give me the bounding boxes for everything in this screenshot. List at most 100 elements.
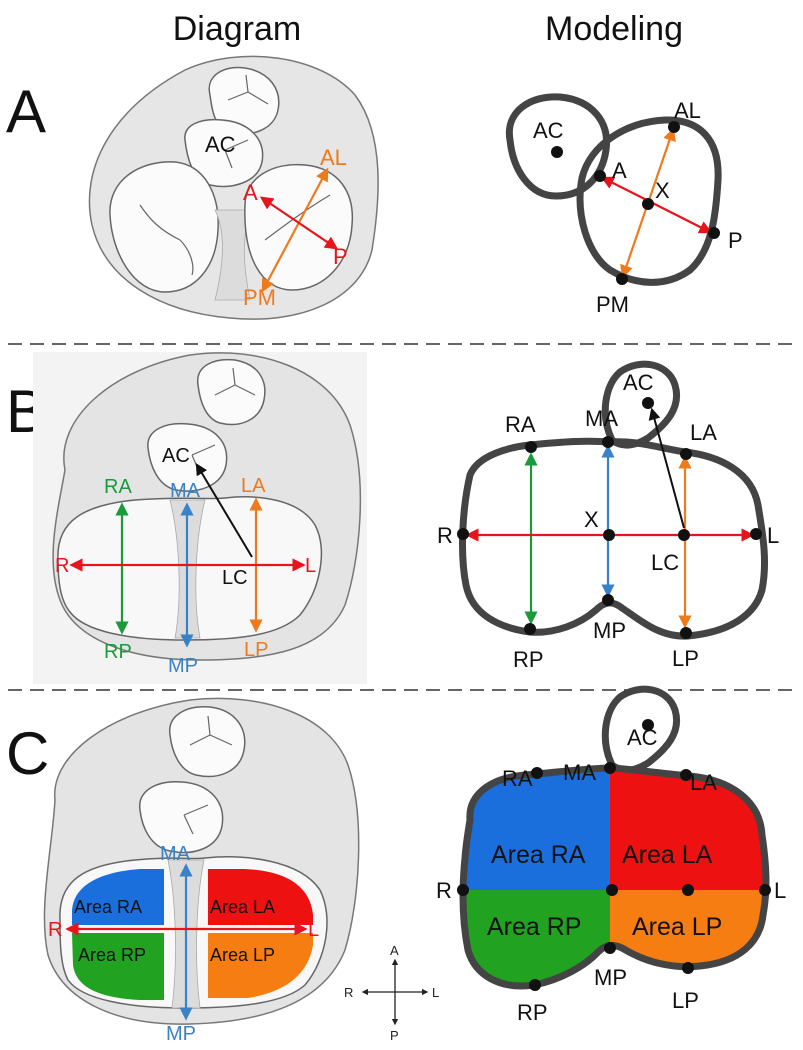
model-c-ma-dot <box>604 762 616 774</box>
b-label-lc: LC <box>222 567 248 589</box>
b-label-r: R <box>55 555 69 577</box>
model-a-x-dot <box>642 198 654 210</box>
model-b-ra-dot <box>525 441 537 453</box>
b-arrow-lc-ac <box>195 462 253 558</box>
model-b-label-lp: LP <box>672 646 699 671</box>
model-b-rp-dot <box>524 623 536 635</box>
compass-label-r: R <box>344 985 353 1000</box>
c-label-area-ra: Area RA <box>74 897 142 917</box>
model-c-label-ac: AC <box>627 725 658 750</box>
compass-label-a: A <box>390 943 399 958</box>
model-c-la-dot <box>680 769 692 781</box>
model-c-label-rp: RP <box>517 1000 548 1025</box>
model-c: AC RA MA LA R L Area RA Area LA Area RP … <box>436 685 786 1025</box>
model-c-label-area-la: Area LA <box>622 841 713 869</box>
compass: A P R L <box>344 943 439 1043</box>
model-c-label-area-lp: Area LP <box>632 913 722 941</box>
diagram-c: MA Area RA Area LA R L Area RP Area LP M… <box>43 697 360 1045</box>
b-label-la: LA <box>241 475 266 497</box>
model-a-ac-dot <box>551 146 563 158</box>
model-a-ac-ring <box>505 93 611 200</box>
b-label-l: L <box>305 555 316 577</box>
compass-label-l: L <box>432 985 439 1000</box>
diagram-a: AC AL A P PM <box>88 55 379 320</box>
c-label-area-rp: Area RP <box>78 945 146 965</box>
b-label-ra: RA <box>104 476 132 498</box>
model-c-x-dot <box>606 884 618 896</box>
model-c-l-dot <box>759 884 771 896</box>
model-a-label-pm: PM <box>596 292 629 317</box>
model-b-lc-dot <box>678 529 690 541</box>
model-c-lp-dot <box>682 962 694 974</box>
model-a-al-dot <box>668 121 680 133</box>
pulmonary-valve-c <box>169 706 246 778</box>
model-a-mitral-ring <box>576 116 722 286</box>
c-label-mp: MP <box>166 1023 196 1045</box>
c-label-r: R <box>48 919 62 941</box>
model-b-lp-dot <box>680 627 692 639</box>
arrow-a-p-diagram-a <box>259 196 339 250</box>
model-c-label-ra: RA <box>502 766 533 791</box>
area-lp-shape-model <box>610 890 766 986</box>
model-a-label-al: AL <box>674 98 701 123</box>
label-a-diagram-a: A <box>243 180 258 205</box>
model-a-label-ac: AC <box>533 118 564 143</box>
model-a: AC AL A X P PM <box>505 93 743 317</box>
model-c-label-r: R <box>436 878 452 903</box>
model-a-a-dot <box>594 170 606 182</box>
panel-label-c: C <box>6 720 49 787</box>
model-b-ac-dot <box>642 397 654 409</box>
area-la-shape-c <box>208 869 313 925</box>
label-al-diagram-a: AL <box>320 145 347 170</box>
model-b-lc-ac <box>648 407 685 529</box>
panel-label-a: A <box>6 78 46 145</box>
model-c-lc-dot <box>682 884 694 896</box>
area-lp-shape-c <box>208 933 313 998</box>
model-a-label-a: A <box>612 158 627 183</box>
area-rp-shape-model <box>463 890 610 986</box>
model-c-label-area-rp: Area RP <box>487 913 581 941</box>
label-p-diagram-a: P <box>333 244 348 269</box>
model-c-label-ma: MA <box>563 760 596 785</box>
model-c-label-lp: LP <box>672 988 699 1013</box>
model-b-ma-dot <box>602 436 614 448</box>
model-b-l-dot <box>750 528 762 540</box>
model-b-label-ma: MA <box>585 406 618 431</box>
aortic-valve-c <box>139 781 224 854</box>
area-ra-shape-c <box>72 869 164 925</box>
model-b-la-dot <box>680 448 692 460</box>
model-c-mp-dot <box>604 942 616 954</box>
model-c-label-la: LA <box>690 770 717 795</box>
model-a-pm-dot <box>616 273 628 285</box>
model-b-r-dot <box>457 528 469 540</box>
model-b-label-r: R <box>437 523 453 548</box>
b-label-ma: MA <box>170 480 201 502</box>
b-label-rp: RP <box>104 641 132 663</box>
model-c-ra-dot <box>531 767 543 779</box>
model-c-ac-dot <box>642 719 654 731</box>
pulmonary-valve-b <box>197 358 266 426</box>
model-c-label-area-ra: Area RA <box>491 841 586 869</box>
label-ac-diagram-a: AC <box>205 132 236 157</box>
label-pm-diagram-a: PM <box>243 285 276 310</box>
c-label-area-la: Area LA <box>210 897 275 917</box>
model-b-x-dot <box>603 529 615 541</box>
model-c-r-dot <box>457 884 469 896</box>
model-b-label-la: LA <box>690 420 717 445</box>
model-c-rp-dot <box>529 979 541 991</box>
b-label-lp: LP <box>244 639 268 661</box>
b-label-mp: MP <box>168 655 198 677</box>
model-b-label-ac: AC <box>623 370 654 395</box>
model-b-label-x: X <box>584 507 599 532</box>
model-c-label-mp: MP <box>594 965 627 990</box>
model-a-p-dot <box>708 227 720 239</box>
model-b-mp-dot <box>602 594 614 606</box>
compass-label-p: P <box>390 1028 399 1043</box>
model-b-label-mp: MP <box>593 618 626 643</box>
model-a-a-p-line <box>600 176 713 234</box>
c-label-ma: MA <box>160 843 191 865</box>
area-rp-shape-c <box>72 933 164 1000</box>
model-b: AC RA MA LA R X L LC RP MP LP <box>437 360 779 672</box>
b-label-ac: AC <box>162 445 190 467</box>
